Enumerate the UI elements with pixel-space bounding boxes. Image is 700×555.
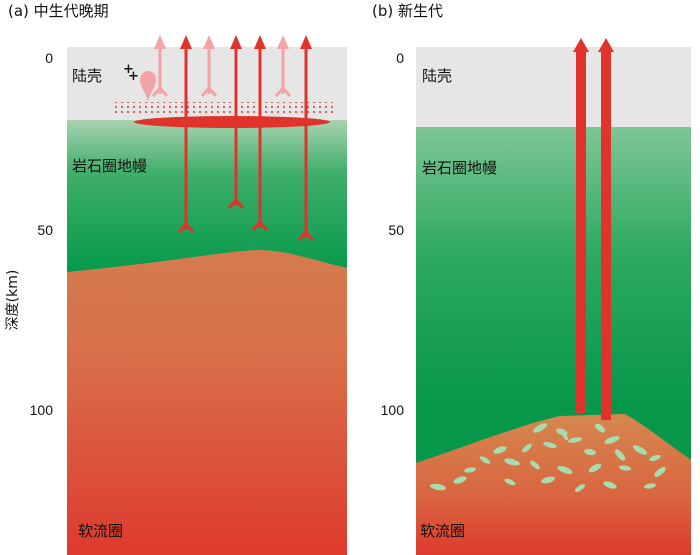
xenolith-1 xyxy=(532,423,548,433)
xenolith-10 xyxy=(649,454,661,462)
red-arrow-2 xyxy=(227,35,245,209)
plus-sign-2: + xyxy=(128,69,139,84)
tick-0-b: 0 xyxy=(396,50,404,66)
xenolith-24 xyxy=(430,483,446,491)
xenolith-16 xyxy=(557,466,573,474)
panel-a-arrows xyxy=(151,35,315,241)
xenolith-7 xyxy=(522,443,532,453)
depth-axis: 深度(km) 0 50 100 0 50 100 xyxy=(5,50,404,418)
panel-a-dotted-layer xyxy=(112,102,337,116)
panel-a-pluton xyxy=(140,71,156,104)
xenolith-18 xyxy=(619,465,631,471)
panel-a-mantle-label: 岩石圈地幔 xyxy=(72,157,147,175)
red-arrow-3 xyxy=(251,35,269,231)
tick-50: 50 xyxy=(37,222,53,238)
panel-b-crust xyxy=(416,47,691,127)
panel-b-arrows xyxy=(573,38,614,420)
plus-sign-1: + xyxy=(123,62,134,77)
pink-arrow-1 xyxy=(151,35,169,97)
tick-0: 0 xyxy=(45,50,53,66)
panel-b-asthenosphere xyxy=(416,414,691,555)
panel-b-crust-label: 陆壳 xyxy=(422,67,452,85)
pink-arrow-3 xyxy=(274,35,292,97)
red-arrow-4 xyxy=(297,35,315,241)
xenolith-28 xyxy=(561,431,569,441)
panel-a-lithospheric-mantle xyxy=(67,120,347,272)
xenolith-14 xyxy=(479,456,491,464)
xenolith-13 xyxy=(504,458,520,466)
xenolith-25 xyxy=(574,483,586,493)
panel-a-magma-sill xyxy=(134,116,330,128)
xenolith-12 xyxy=(493,446,507,454)
xenolith-5 xyxy=(604,436,620,444)
tick-100: 100 xyxy=(30,402,54,418)
panel-a-title: (a) 中生代晚期 xyxy=(8,2,109,20)
xenolith-8 xyxy=(584,448,596,456)
panel-b-asthenosphere-label: 软流圈 xyxy=(420,522,465,540)
xenolith-26 xyxy=(603,481,617,489)
xenolith-17 xyxy=(588,463,602,473)
panel-b-xenoliths xyxy=(430,423,666,493)
xenolith-15 xyxy=(464,467,476,473)
depth-axis-label: 深度(km) xyxy=(5,270,21,331)
panel-b-mantle-label: 岩石圈地幔 xyxy=(422,159,497,177)
tick-50-b: 50 xyxy=(388,222,404,238)
panel-a: (a) 中生代晚期 + + 陆壳 岩石圈地幔 软流圈 xyxy=(8,2,347,555)
xenolith-19 xyxy=(654,466,666,478)
xenolith-22 xyxy=(504,478,516,486)
xenolith-11 xyxy=(614,449,626,461)
xenolith-6 xyxy=(543,441,557,449)
xenolith-20 xyxy=(530,460,540,470)
xenolith-23 xyxy=(453,476,467,484)
xenolith-27 xyxy=(644,483,656,489)
xenolith-9 xyxy=(632,445,648,455)
pink-arrow-2 xyxy=(200,35,218,97)
tick-100-b: 100 xyxy=(381,402,405,418)
panel-a-crust-label: 陆壳 xyxy=(72,67,102,85)
red-arrow-1 xyxy=(177,35,195,233)
column-arrow-1 xyxy=(573,38,589,414)
panel-a-asthenosphere-label: 软流圈 xyxy=(78,522,123,540)
panel-b-title: (b) 新生代 xyxy=(372,2,443,20)
xenolith-21 xyxy=(541,476,555,484)
column-arrow-2 xyxy=(598,38,614,420)
xenolith-4 xyxy=(595,423,605,433)
panel-b: (b) 新生代 陆壳 岩石圈地幔 软流圈 xyxy=(372,2,691,555)
xenolith-3 xyxy=(568,437,582,443)
